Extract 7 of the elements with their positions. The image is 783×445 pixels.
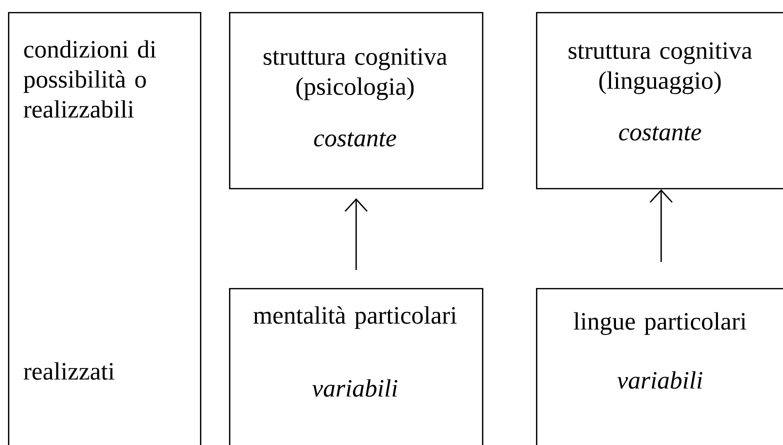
text-box: condizioni di possibilità o realizzabili realizzati xyxy=(8,12,202,445)
text-box: lingue particolari variabili xyxy=(536,288,783,445)
text-box: struttura cognitiva (psicologia) costante xyxy=(229,12,484,190)
text-box: mentalità particolari variabili xyxy=(229,288,484,445)
arrow xyxy=(344,198,368,270)
text-box: struttura cognitiva (linguaggio) costante xyxy=(536,12,783,190)
arrow xyxy=(650,189,673,262)
